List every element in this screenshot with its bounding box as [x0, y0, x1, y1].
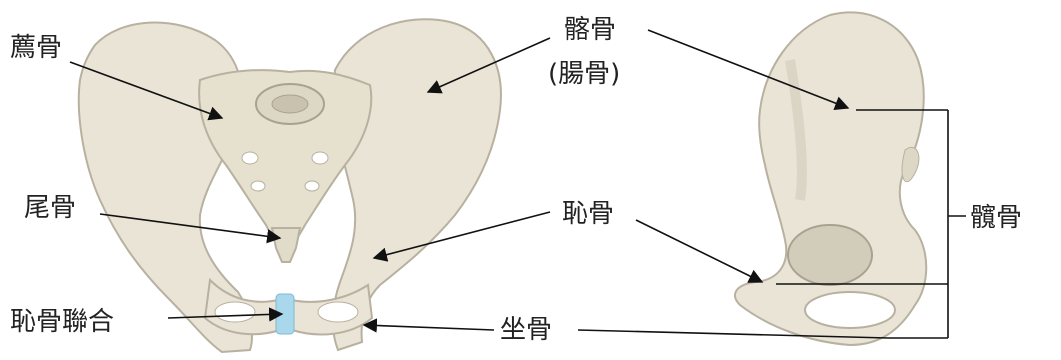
coccyx-shape	[272, 228, 300, 262]
label-sacrum: 薦骨	[10, 33, 62, 63]
label-pubis: 恥骨	[562, 199, 614, 229]
obturator-foramen	[805, 292, 895, 328]
label-ilium-alt: (腸骨)	[548, 59, 620, 89]
label-hip-bone: 髖骨	[970, 203, 1022, 233]
label-coccyx: 尾骨	[24, 193, 76, 223]
pelvis-front-view	[79, 19, 501, 352]
hip-bone-side-view	[735, 12, 926, 345]
label-ischium: 坐骨	[500, 315, 552, 345]
label-pubic-symphysis: 恥骨聯合	[10, 307, 114, 337]
acetabulum	[788, 225, 872, 285]
label-ilium: 髂骨	[564, 15, 616, 45]
